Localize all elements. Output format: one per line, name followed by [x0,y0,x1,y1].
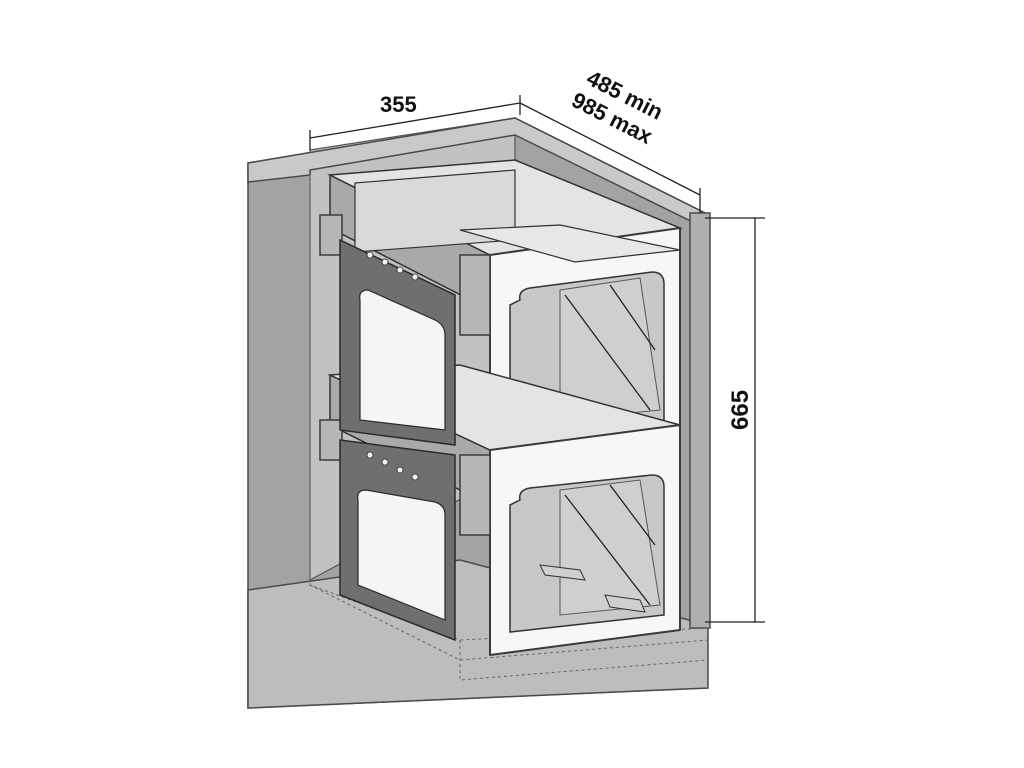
lower-basket-slide-bar [459,454,491,536]
upper-basket-right-wall [559,277,661,421]
lower-slide-rail [319,419,343,461]
width-label: 355 [380,92,417,117]
width-dimension: 355 [309,92,521,150]
upper-basket-back-wall [354,169,516,253]
cabinet-side-panel [689,212,711,629]
side-plate-upper-window [359,289,446,431]
upper-basket [319,159,683,446]
height-label: 665 [727,390,754,430]
upper-basket-slide-bar [459,254,491,336]
lower-basket [319,364,681,656]
floor-bracket-front [604,594,646,613]
floor-bracket [539,564,586,581]
cabinet-top-panel [247,117,706,230]
upper-slide-rail [319,214,343,256]
side-plate-lower-window [357,489,446,621]
upper-basket-shelf [459,224,681,263]
side-mounting-plate [339,238,456,642]
height-dimension: 665 [705,217,765,623]
